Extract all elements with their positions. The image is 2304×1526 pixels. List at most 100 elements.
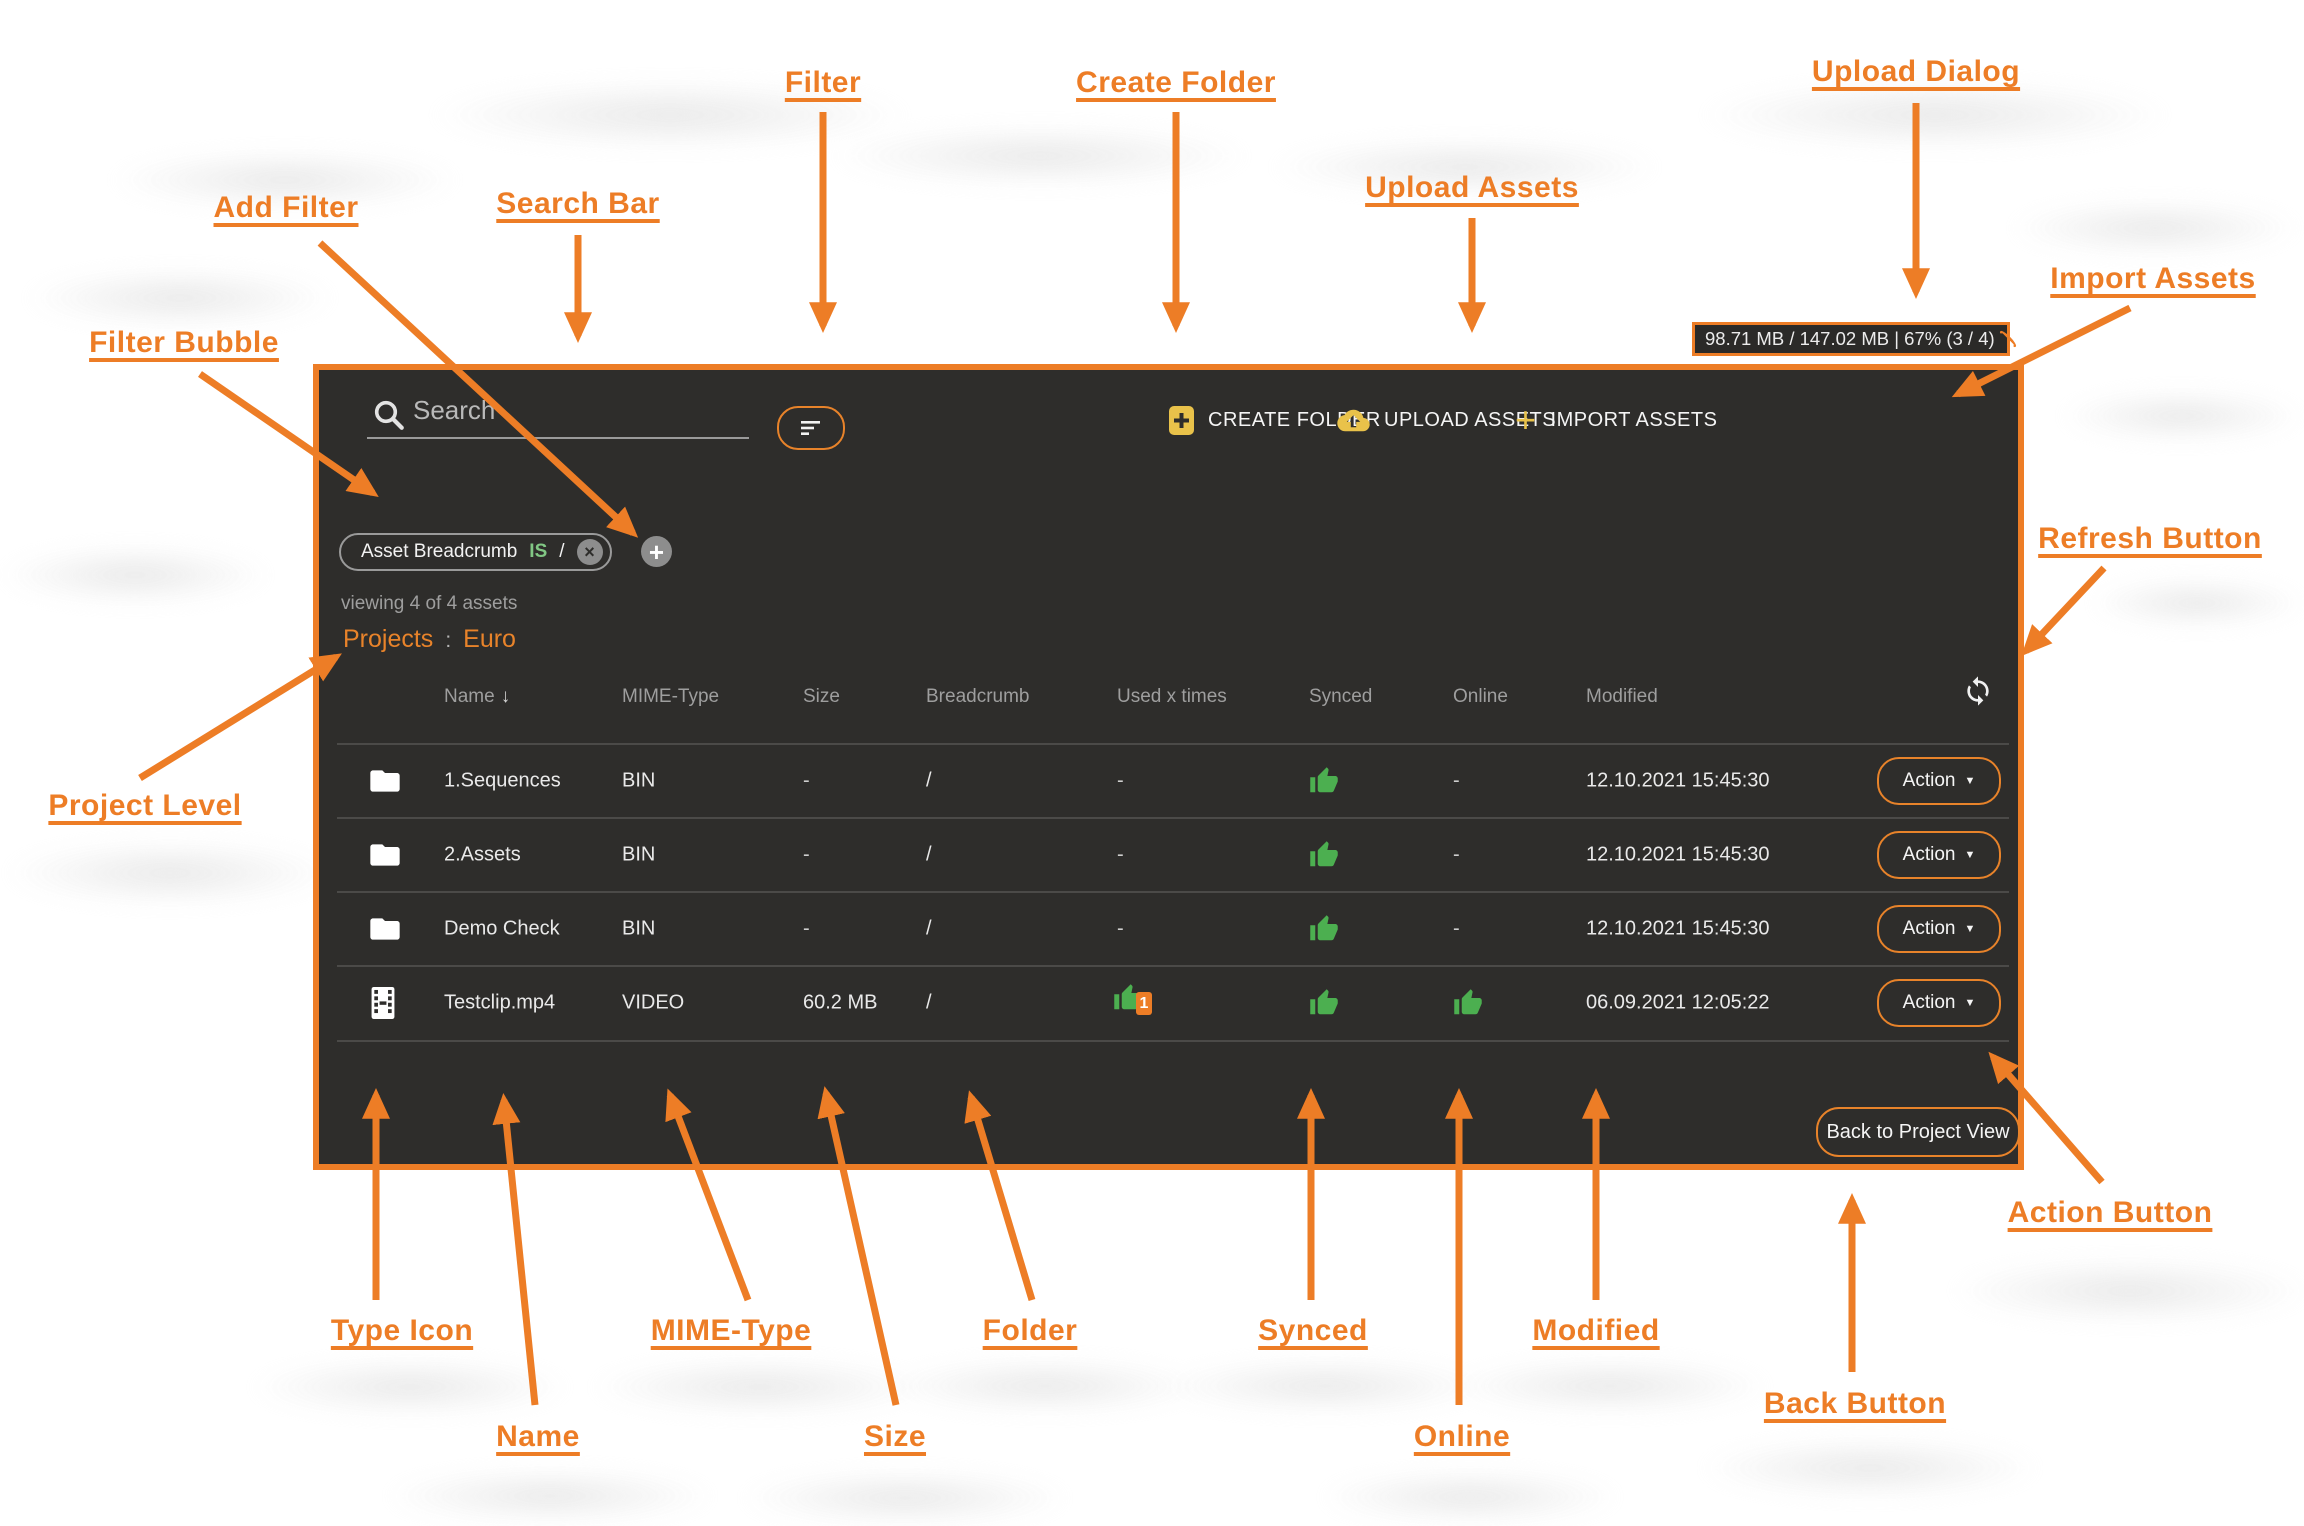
- upload-assets-label: UPLOAD ASSETS: [1384, 408, 1557, 431]
- column-header-modified: Modified: [1586, 686, 1658, 707]
- asset-online: -: [1453, 843, 1460, 866]
- import-assets-button[interactable]: + IMPORT ASSETS: [1515, 400, 1717, 440]
- cloud-blob: [2090, 578, 2304, 628]
- upload-assets-button[interactable]: UPLOAD ASSETS: [1337, 400, 1556, 440]
- annotation-upload-dialog: Upload Dialog: [1811, 55, 2021, 88]
- asset-size: 60.2 MB: [803, 991, 878, 1014]
- asset-mime: BIN: [622, 917, 656, 940]
- caret-down-icon: ▼: [1964, 775, 1976, 787]
- create-folder-label: CREATE FOLDER: [1208, 408, 1381, 431]
- upload-cloud-icon: [1337, 409, 1370, 431]
- asset-size: -: [803, 917, 810, 940]
- synced-thumb-up-icon: [1310, 767, 1338, 793]
- used-x-times-indicator: 1: [1113, 983, 1165, 1023]
- add-filter-button[interactable]: +: [641, 536, 672, 567]
- asset-used-x-times: -: [1117, 917, 1124, 940]
- remove-filter-icon[interactable]: ×: [576, 539, 603, 565]
- action-button[interactable]: Action ▼: [1877, 831, 2001, 879]
- asset-modified: 12.10.2021 15:45:30: [1586, 917, 1770, 940]
- breadcrumb-separator: :: [445, 629, 452, 652]
- cloud-blob: [1160, 1358, 1490, 1414]
- action-button[interactable]: Action ▼: [1877, 757, 2001, 805]
- filter-field-label: Asset Breadcrumb: [361, 541, 518, 562]
- row-divider: [337, 743, 2009, 745]
- synced-thumb-up-icon: [1310, 841, 1338, 867]
- annotation-project-level: Project Level: [48, 789, 242, 822]
- caret-down-icon: ▼: [1964, 997, 1976, 1009]
- breadcrumb: Projects : Euro: [343, 625, 516, 654]
- video-type-icon: [371, 987, 395, 1019]
- table-row[interactable]: Testclip.mp4 VIDEO 60.2 MB / 1 06.09.202…: [319, 966, 2018, 1040]
- action-button[interactable]: Action ▼: [1877, 905, 2001, 953]
- used-thumb-up-icon: [1114, 984, 1142, 1010]
- asset-name: 1.Sequences: [444, 769, 561, 792]
- breadcrumb-current-link[interactable]: Euro: [463, 625, 516, 653]
- annotation-filter-bubble: Filter Bubble: [89, 326, 279, 359]
- cloud-blob: [590, 1358, 930, 1416]
- column-header-online: Online: [1453, 686, 1508, 707]
- synced-thumb-up-icon: [1310, 915, 1338, 941]
- annotation-name: Name: [496, 1420, 580, 1453]
- column-header-used-x-times: Used x times: [1117, 686, 1227, 707]
- annotation-filter: Filter: [784, 66, 862, 99]
- annotation-synced: Synced: [1258, 1314, 1368, 1347]
- asset-name: 2.Assets: [444, 843, 521, 866]
- table-row[interactable]: 1.Sequences BIN - / - - 12.10.2021 15:45…: [319, 744, 2018, 818]
- folder-type-icon: [370, 844, 400, 866]
- annotation-mime-type: MIME-Type: [650, 1314, 812, 1347]
- create-folder-button[interactable]: CREATE FOLDER: [1169, 400, 1381, 440]
- annotation-online: Online: [1413, 1420, 1511, 1453]
- table-row[interactable]: Demo Check BIN - / - - 12.10.2021 15:45:…: [319, 892, 2018, 966]
- annotation-back-button: Back Button: [1763, 1387, 1947, 1420]
- folder-type-icon: [370, 918, 400, 940]
- annotation-refresh-button: Refresh Button: [2038, 522, 2262, 555]
- search-underline: [367, 437, 749, 439]
- asset-online: -: [1453, 769, 1460, 792]
- asset-name: Testclip.mp4: [444, 991, 556, 1014]
- arrow-refresh-button: [2021, 565, 2107, 657]
- asset-modified: 12.10.2021 15:45:30: [1586, 843, 1770, 866]
- column-header-synced: Synced: [1309, 686, 1373, 707]
- asset-online: -: [1453, 917, 1460, 940]
- filter-button[interactable]: [777, 406, 845, 450]
- asset-used-x-times: -: [1117, 769, 1124, 792]
- asset-breadcrumb: /: [926, 843, 932, 866]
- refresh-button[interactable]: [1962, 675, 1994, 707]
- asset-breadcrumb: /: [926, 991, 932, 1014]
- action-button[interactable]: Action ▼: [1877, 979, 2001, 1027]
- filter-lines-icon: [801, 421, 820, 435]
- cloud-blob: [0, 545, 270, 605]
- asset-breadcrumb: /: [926, 769, 932, 792]
- breadcrumb-projects-link[interactable]: Projects: [343, 625, 434, 653]
- filter-operator-label: IS: [529, 541, 548, 562]
- row-divider: [337, 1040, 2009, 1042]
- used-count-badge: 1: [1136, 992, 1152, 1015]
- asset-used-x-times: -: [1117, 843, 1124, 866]
- annotation-search-bar: Search Bar: [496, 187, 660, 220]
- upload-progress-text: 98.71 MB / 147.02 MB | 67% (3 / 4): [1705, 328, 1995, 349]
- table-row[interactable]: 2.Assets BIN - / - - 12.10.2021 15:45:30…: [319, 818, 2018, 892]
- asset-modified: 12.10.2021 15:45:30: [1586, 769, 1770, 792]
- asset-size: -: [803, 769, 810, 792]
- upload-dialog-badge[interactable]: 98.71 MB / 147.02 MB | 67% (3 / 4): [1692, 322, 2018, 356]
- cloud-blob: [1700, 80, 2170, 150]
- arrow-project-level: [138, 653, 342, 781]
- annotation-import-assets: Import Assets: [2050, 262, 2256, 295]
- annotation-folder: Folder: [982, 1314, 1078, 1347]
- cloud-blob: [2010, 200, 2300, 256]
- asset-modified: 06.09.2021 12:05:22: [1586, 991, 1770, 1014]
- annotation-type-icon: Type Icon: [330, 1314, 474, 1347]
- caret-down-icon: ▼: [1964, 923, 1976, 935]
- annotation-modified: Modified: [1532, 1314, 1660, 1347]
- back-to-project-view-button[interactable]: Back to Project View: [1816, 1107, 2020, 1157]
- viewing-count-text: viewing 4 of 4 assets: [341, 593, 518, 614]
- column-header-mime-type: MIME-Type: [622, 686, 720, 707]
- create-folder-icon: [1169, 405, 1194, 435]
- folder-type-icon: [370, 770, 400, 792]
- column-header-name[interactable]: Name↓: [444, 686, 511, 707]
- annotation-upload-assets: Upload Assets: [1365, 171, 1579, 204]
- row-divider: [337, 817, 2009, 819]
- search-input[interactable]: [411, 394, 715, 427]
- filter-bubble[interactable]: Asset Breadcrumb IS / ×: [339, 533, 612, 571]
